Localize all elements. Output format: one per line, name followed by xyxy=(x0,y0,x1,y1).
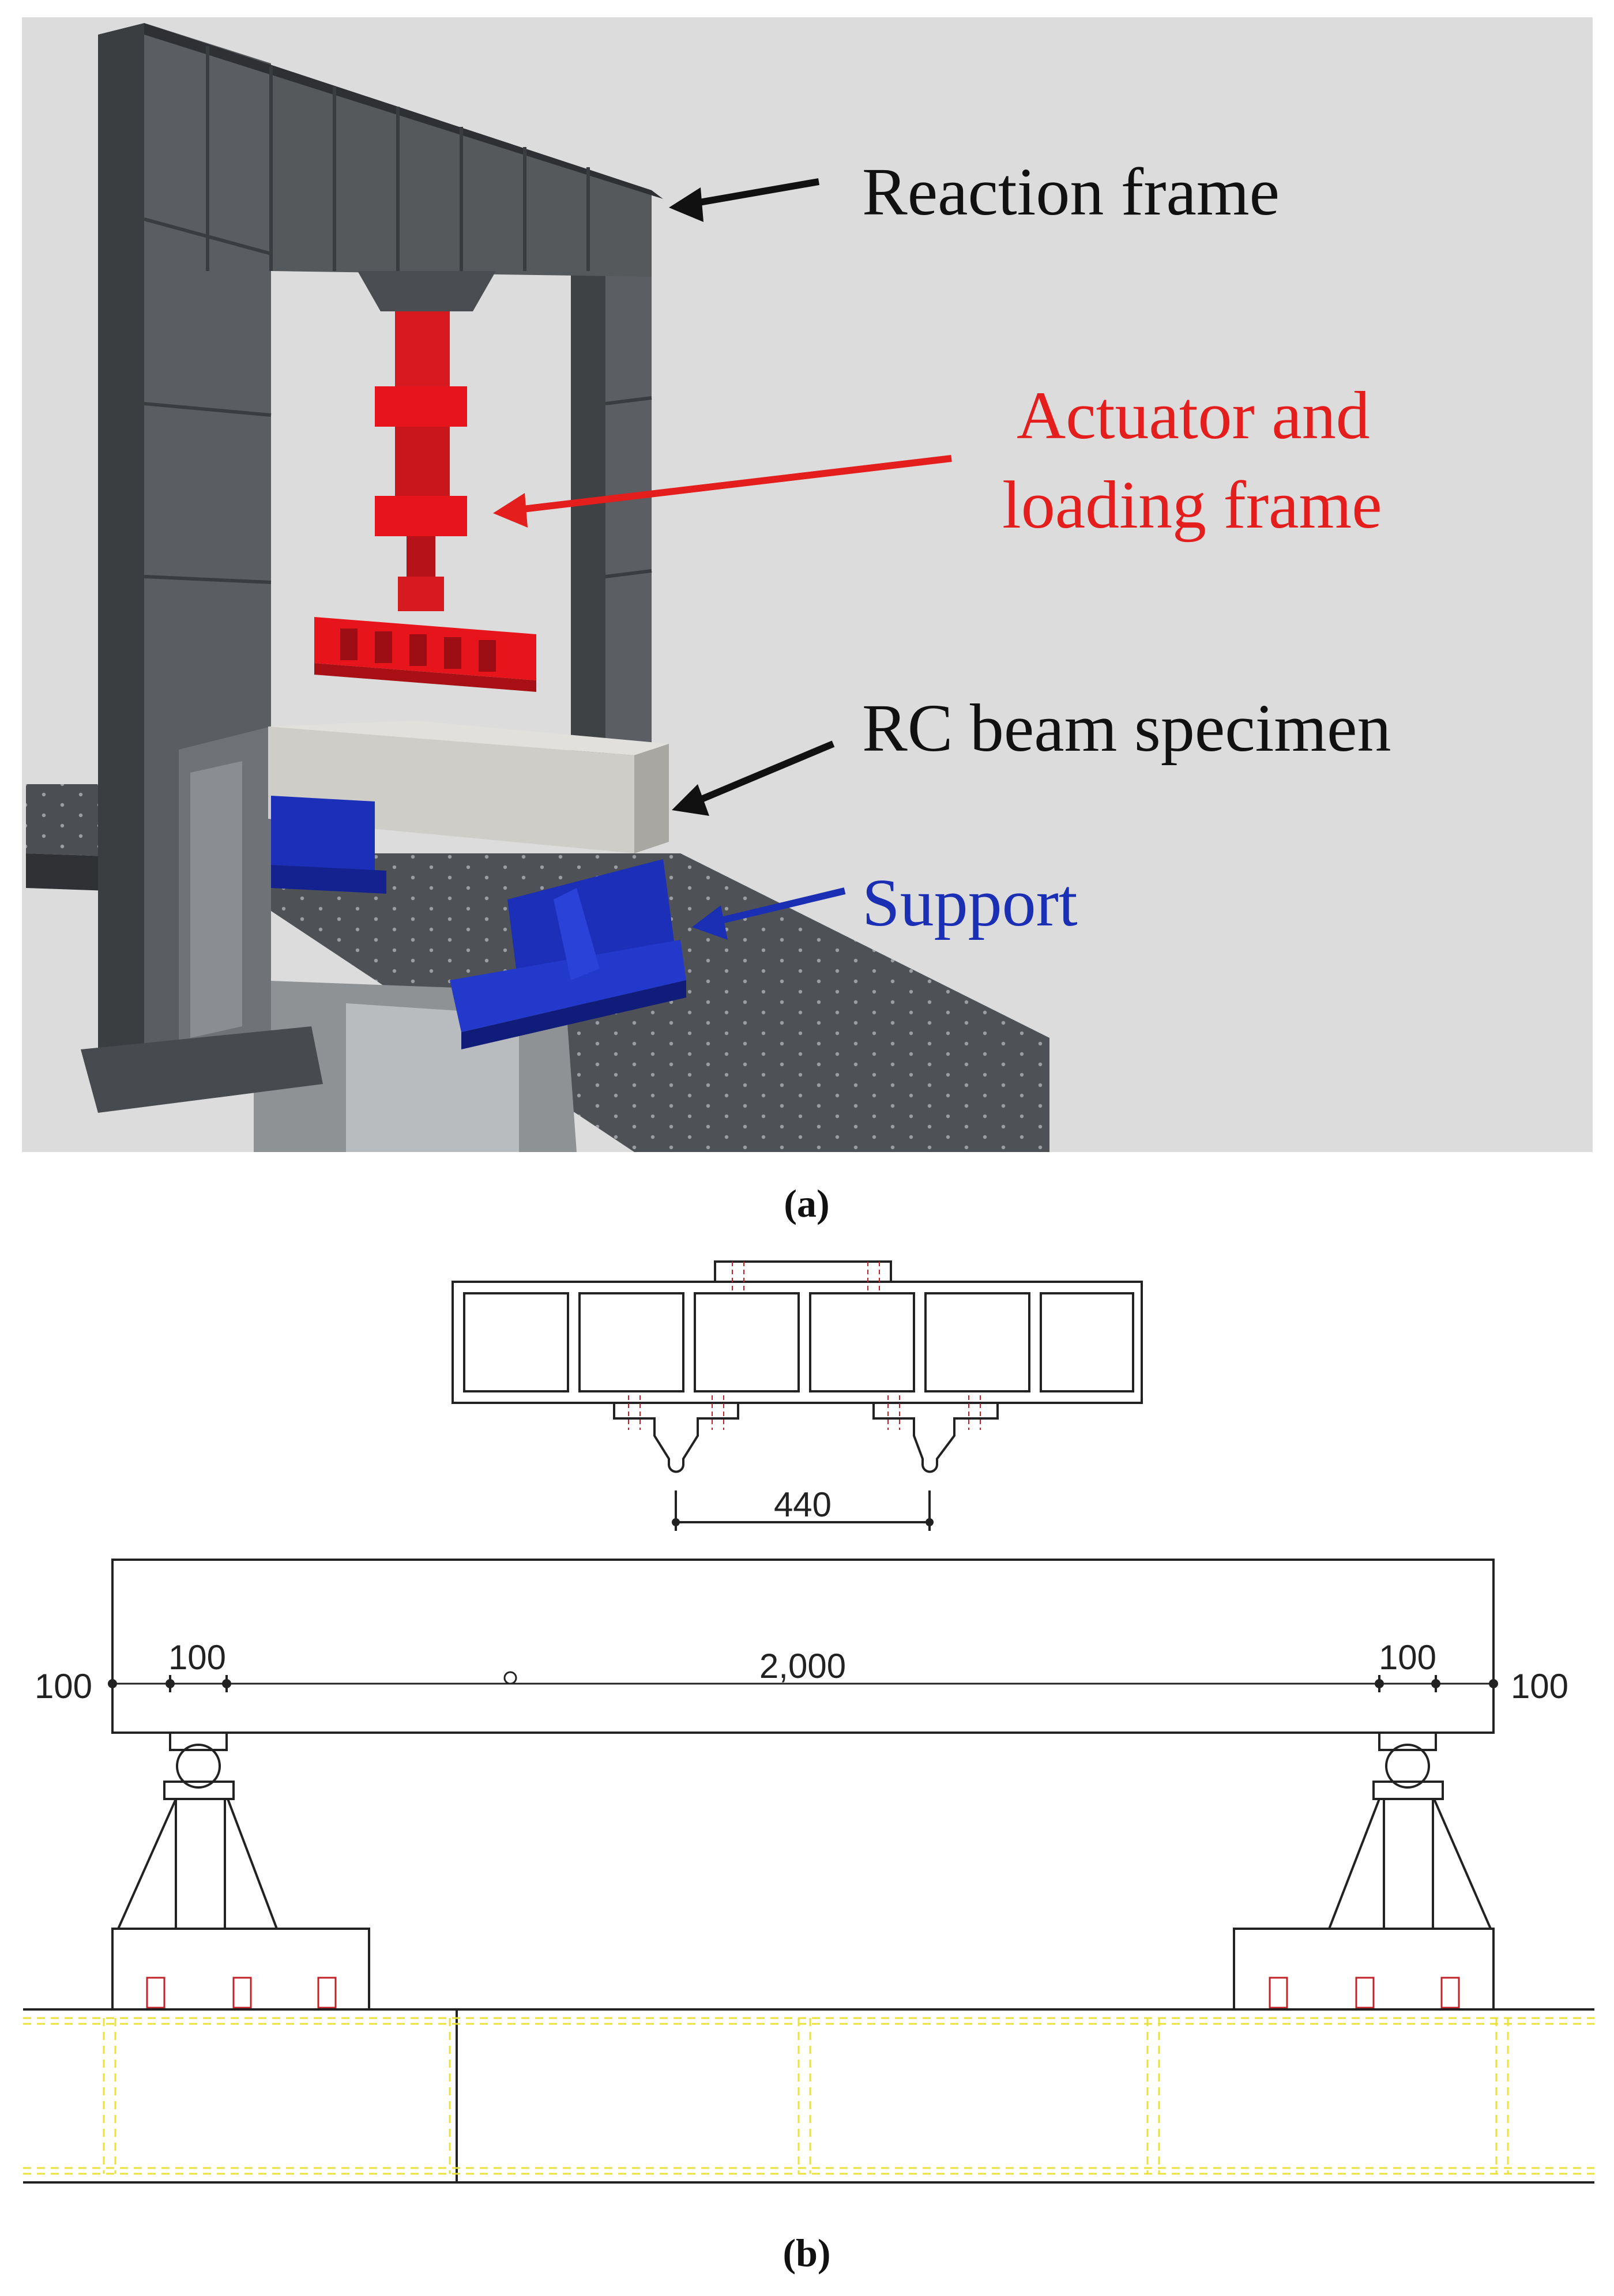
dim-text-left-support: 100 xyxy=(168,1638,226,1677)
beam-drawing xyxy=(108,1559,1498,1734)
label-arrows xyxy=(493,178,952,940)
support-right-3d xyxy=(450,859,686,1049)
caption-a: (a) xyxy=(784,1181,829,1225)
panel-b-drawing xyxy=(23,1260,1594,2184)
support-bolts xyxy=(146,1977,1460,2009)
caption-b: (b) xyxy=(782,2231,830,2275)
support-left-3d xyxy=(271,796,386,894)
dim-text-right-overhang: 100 xyxy=(1511,1667,1568,1706)
label-actuator-line1: Actuator and xyxy=(1017,378,1370,453)
support-left-drawing xyxy=(111,1732,370,2011)
label-support: Support xyxy=(862,865,1078,940)
dim-text-left-overhang: 100 xyxy=(35,1667,92,1706)
actuator-assembly xyxy=(314,311,536,692)
reaction-frame xyxy=(81,23,663,1113)
dim-text-right-support: 100 xyxy=(1379,1638,1436,1677)
label-actuator-line2: loading frame xyxy=(1002,467,1382,543)
label-reaction-frame: Reaction frame xyxy=(862,154,1280,229)
strong-floor-drawing xyxy=(23,2008,1594,2184)
support-right-drawing xyxy=(1233,1732,1495,2011)
label-rc-beam-specimen: RC beam specimen xyxy=(862,690,1391,766)
panel-a-render: Reaction frame Actuator and loading fram… xyxy=(22,17,1593,1152)
dim-text-span: 2,000 xyxy=(759,1647,846,1685)
loading-frame-drawing xyxy=(452,1260,1143,1473)
dimension-440 xyxy=(672,1490,934,1531)
dim-text-440: 440 xyxy=(774,1485,832,1524)
